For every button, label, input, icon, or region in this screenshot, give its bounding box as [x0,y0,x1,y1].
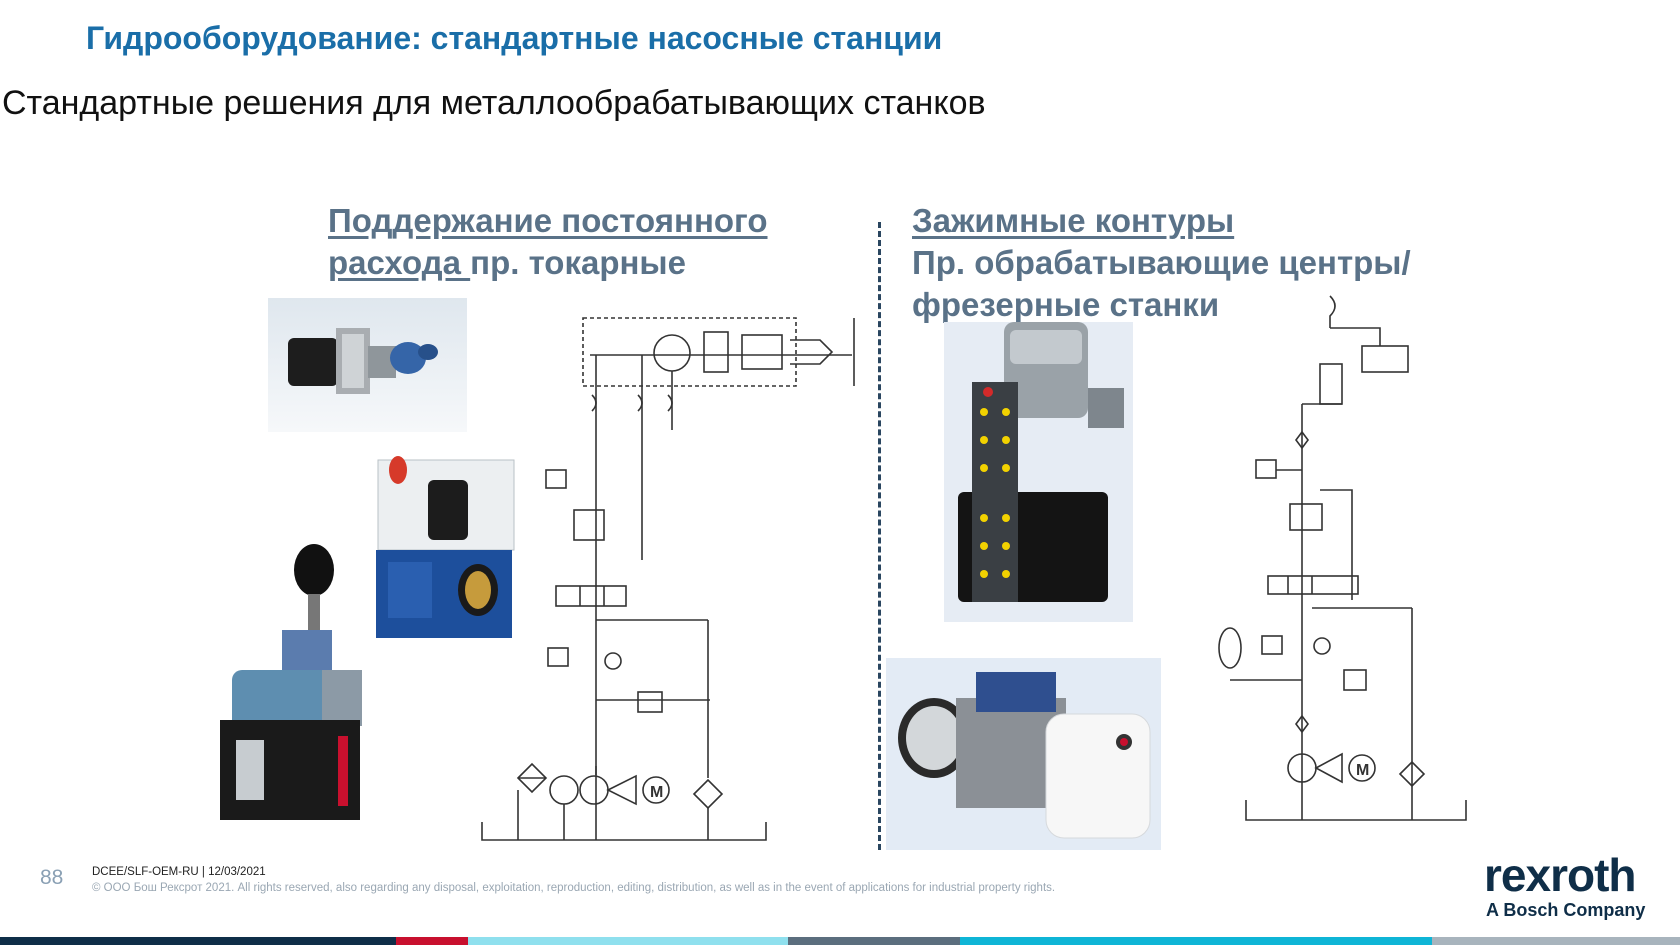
left-section-heading: Поддержание постоянного расхода пр. тока… [328,200,768,284]
page-number: 88 [40,866,64,889]
compact-unit-white-tank-photo [886,658,1161,850]
left-heading-line2-underlined: расхода [328,244,471,281]
section-divider [878,222,881,850]
right-heading-line1: Зажимные контуры [912,202,1235,239]
left-motor-label: M [650,784,663,801]
page-subtitle: Стандартные решения для металлообрабатыв… [2,84,986,122]
footer-color-bar-2 [396,937,468,945]
right-heading-line2: Пр. обрабатывающие центры/ [912,244,1411,281]
left-heading-line2-rest: пр. токарные [470,244,686,281]
right-motor-label: M [1356,762,1369,779]
footer-color-bar-6 [1432,937,1680,945]
rexroth-logo: rexroth [1484,849,1636,901]
copyright-notice: © ООО Бош Рексрот 2021. All rights reser… [92,882,1056,894]
footer-color-bar-5 [960,937,1432,945]
valve-stack-unit-photo [944,322,1133,622]
footer-color-bar-3 [468,937,788,945]
accumulator-unit-photo [212,540,376,830]
document-reference: DCEE/SLF-OEM-RU | 12/03/2021 [92,866,266,878]
footer-color-bar-4 [788,937,960,945]
right-heading-line3: фрезерные станки [912,286,1220,323]
page-title: Гидрооборудование: стандартные насосные … [86,20,943,56]
bosch-company-tagline: A Bosch Company [1486,900,1646,920]
pump-unit-photo [268,298,467,432]
left-heading-line1: Поддержание постоянного [328,202,768,239]
hydraulic-unit-blue-photo [368,440,528,646]
right-section-heading: Зажимные контуры Пр. обрабатывающие цент… [912,200,1411,326]
footer-color-bar-1 [0,937,396,945]
